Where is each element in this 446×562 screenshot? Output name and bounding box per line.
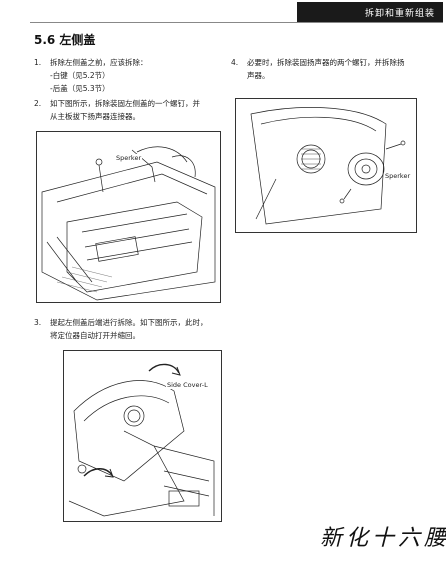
step-number: 1. [34,58,42,67]
step-body: 拆除左侧盖之前，应该拆除： -白键（见5.2节） -后盖（见5.3节） [50,56,148,95]
step-body: 如下图所示，拆除装固左侧盖的一个螺钉，并 从主板拔下扬声器连接器。 [50,97,200,123]
header-title: 拆卸和重新组装 [364,8,435,19]
step-line: 声器。 [247,71,270,80]
step-line: 如下图所示，拆除装固左侧盖的一个螺钉，并 [50,99,200,108]
step-body: 提起左侧盖后端进行拆除。如下图所示，此时， 将定位器自动打开并缩回。 [50,316,208,342]
step-line: 提起左侧盖后端进行拆除。如下图所示，此时， [50,318,208,327]
step-number: 2. [34,99,42,108]
step-line: 拆除左侧盖之前，应该拆除： [50,58,148,67]
step-4: 4. 必要时，拆除装固扬声器的两个螺钉，并拆除扬 声器。 [231,56,441,84]
step-number: 4. [231,58,239,67]
header-bar: 拆卸和重新组装 [297,2,443,22]
step-body: 必要时，拆除装固扬声器的两个螺钉，并拆除扬 声器。 [247,56,405,82]
step-number: 3. [34,318,42,327]
figure-step-4: Sperker [235,98,417,233]
watermark: 新化十六腰 [320,526,446,551]
step-line: -白键（见5.2节） [50,71,110,80]
step-line: 从主板拔下扬声器连接器。 [50,112,140,121]
figure-callout: Sperker [384,172,412,180]
side-cover-illustration [68,363,215,517]
step-2: 2. 如下图所示，拆除装固左侧盖的一个螺钉，并 从主板拔下扬声器连接器。 [34,97,224,125]
figure-callout: Sperker [115,154,143,162]
step-line: 将定位器自动打开并缩回。 [50,331,140,340]
step-line: 必要时，拆除装固扬声器的两个螺钉，并拆除扬 [247,58,405,67]
step-line: -后盖（见5.3节） [50,84,110,93]
step-1: 1. 拆除左侧盖之前，应该拆除： -白键（见5.2节） -后盖（见5.3节） [34,56,224,96]
figure-step-3: Side Cover-L [63,350,222,522]
figure-callout: Side Cover-L [166,381,209,389]
printer-top-illustration [41,146,216,301]
step-3: 3. 提起左侧盖后端进行拆除。如下图所示，此时， 将定位器自动打开并缩回。 [34,316,224,344]
speaker-illustration [250,107,406,225]
section-title: 5.6 左侧盖 [34,33,96,47]
figure-step-2: Sperker [36,131,221,303]
header-rule [30,22,443,23]
